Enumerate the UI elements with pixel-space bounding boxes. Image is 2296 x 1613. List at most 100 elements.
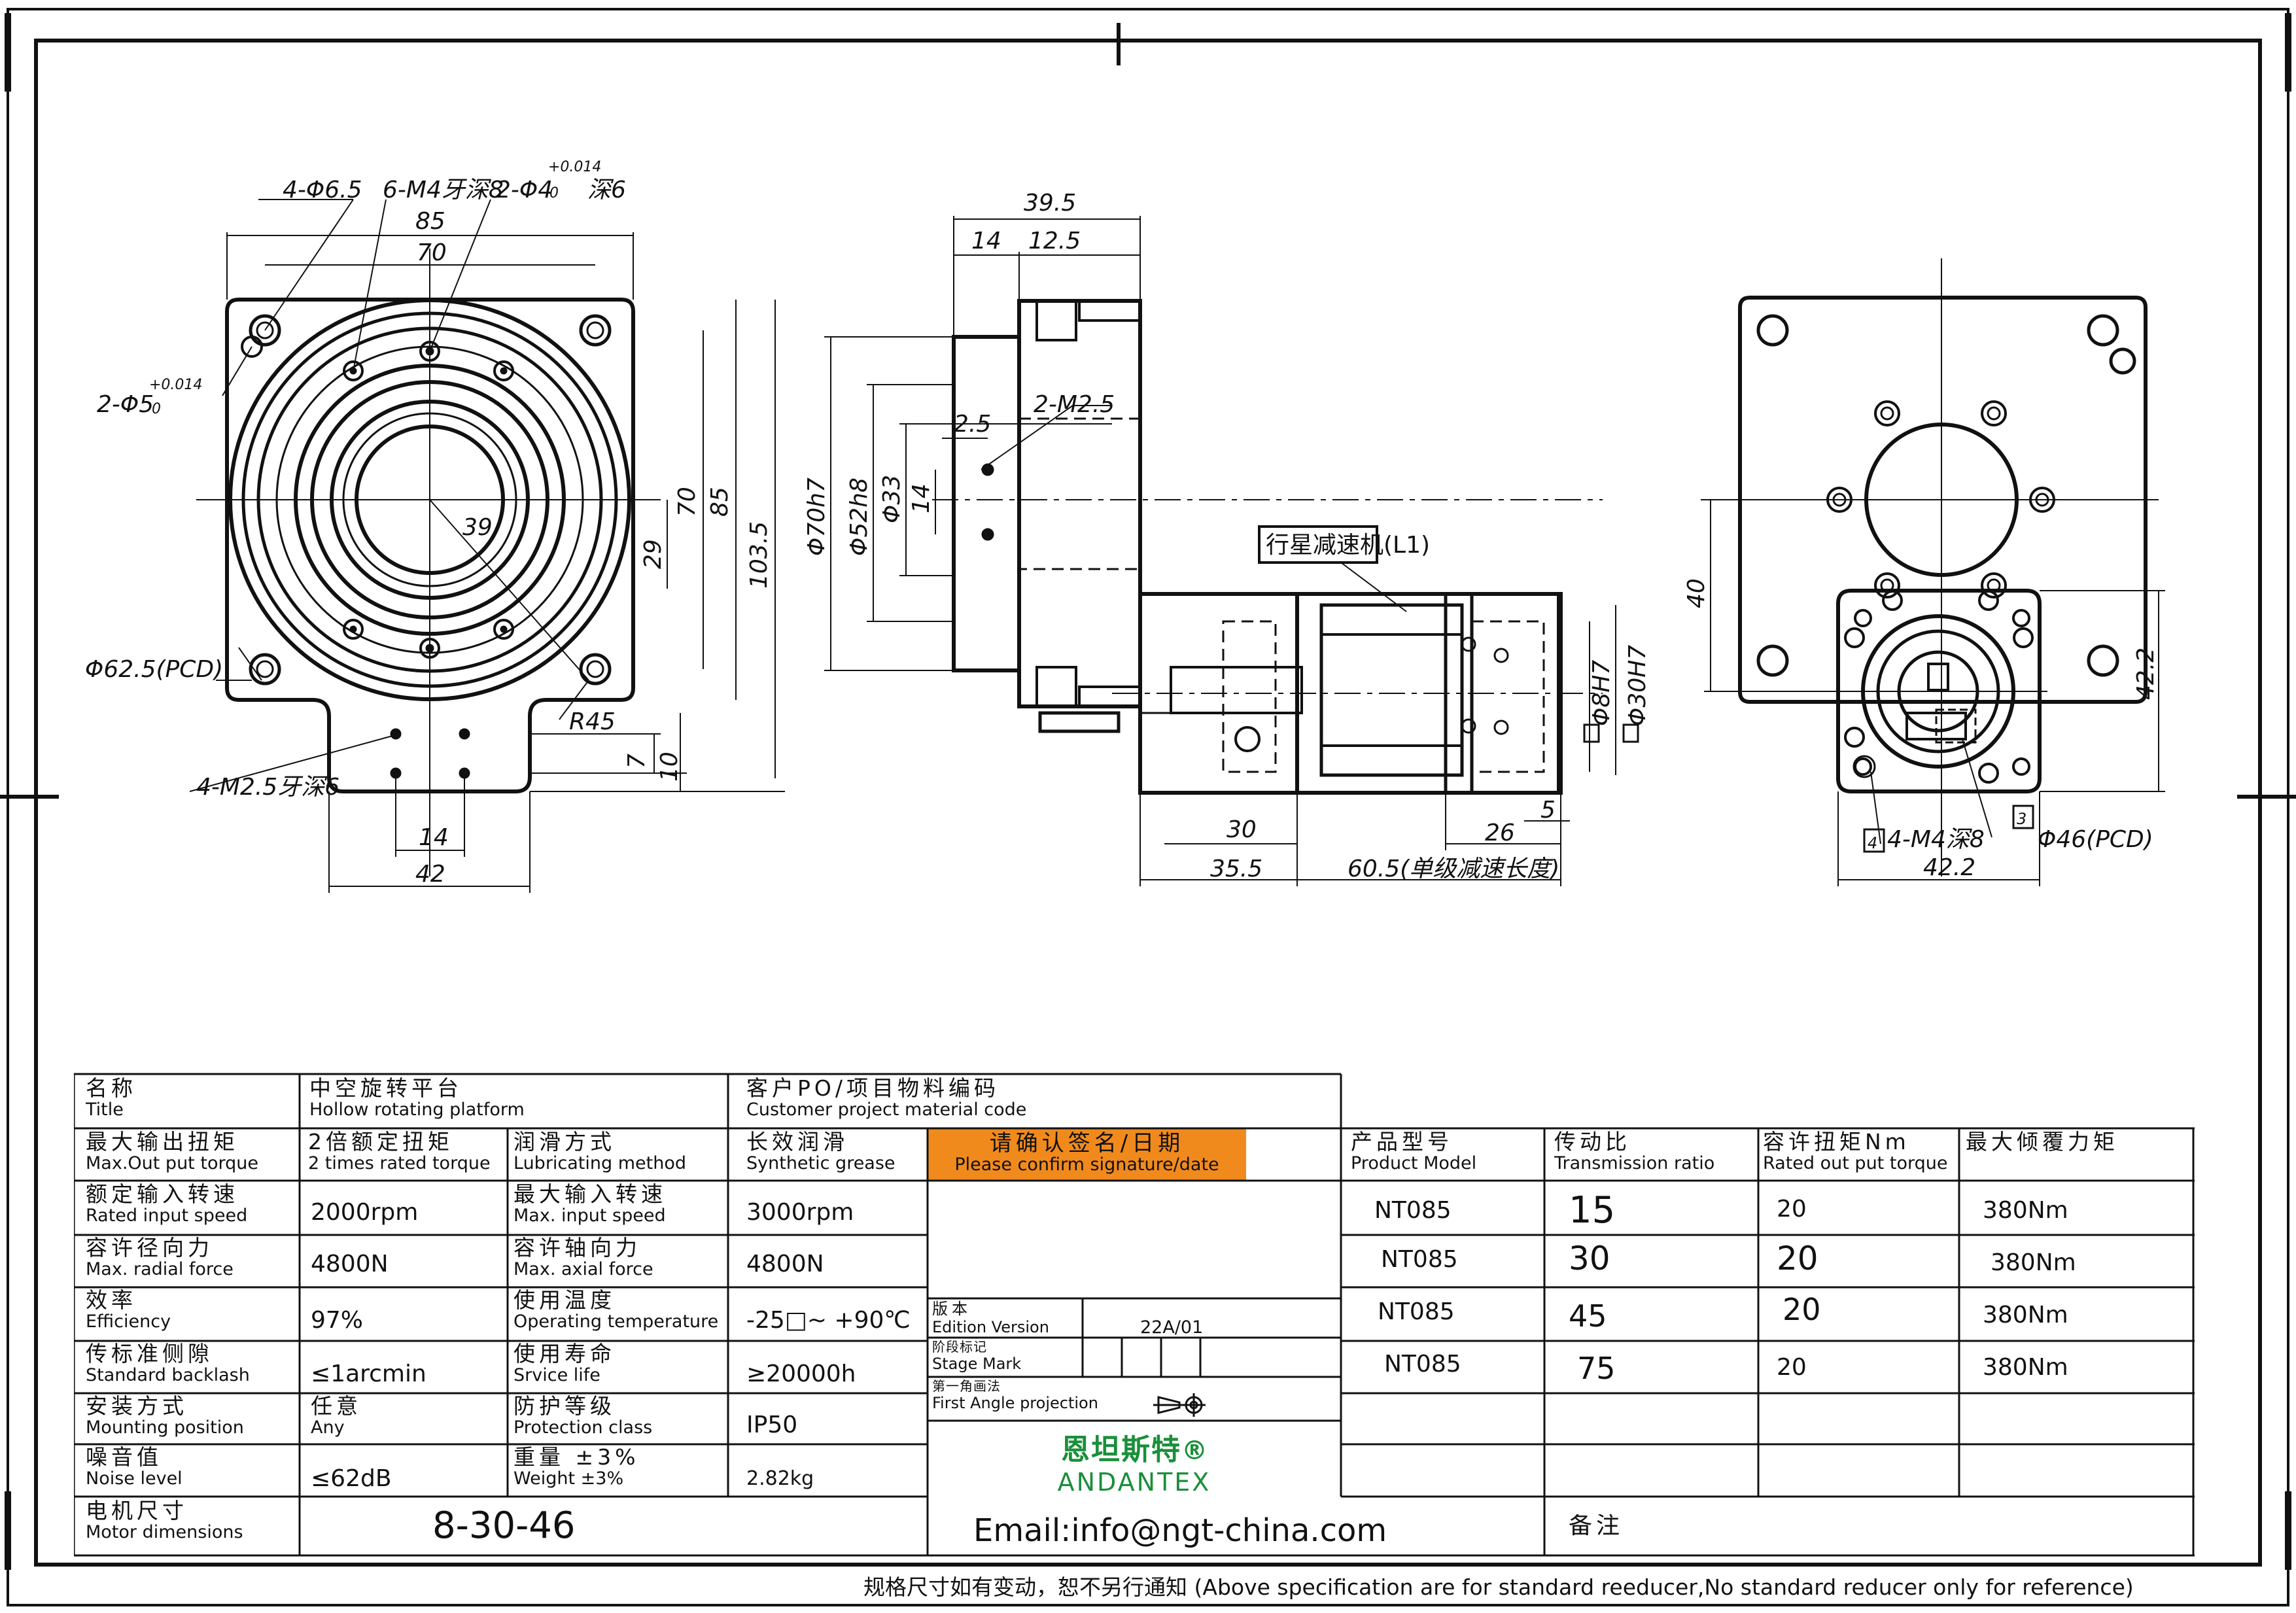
svg-text:70: 70 bbox=[417, 239, 447, 266]
product-moment: 380Nm bbox=[1983, 1354, 2068, 1381]
svg-text:42: 42 bbox=[415, 861, 445, 888]
svg-text:Φ8H7: Φ8H7 bbox=[1588, 660, 1615, 726]
svg-text:2.5: 2.5 bbox=[954, 411, 991, 438]
side-view bbox=[824, 216, 1639, 886]
footer-note: 规格尺寸如有变动，恕不另行通知 (Above specification are… bbox=[863, 1574, 2134, 1600]
svg-text:103.5: 103.5 bbox=[746, 521, 773, 589]
product-model: NT085 bbox=[1381, 1246, 1458, 1273]
svg-text:4-M2.5牙深6: 4-M2.5牙深6 bbox=[196, 774, 339, 801]
product-model: NT085 bbox=[1384, 1351, 1461, 1378]
svg-text:4-M4深8: 4-M4深8 bbox=[1887, 826, 1985, 853]
header-moment: 最大倾覆力矩 bbox=[1966, 1130, 2119, 1154]
spec-value: 2.82kg bbox=[746, 1467, 814, 1490]
svg-text:14: 14 bbox=[419, 824, 449, 851]
dimension-labels: 4-Φ6.5 6-M4牙深8 2-Φ4 +0.014 0 深6 85 70 2-… bbox=[85, 159, 2159, 888]
spec-value: ≤62dB bbox=[311, 1465, 392, 1492]
rear-view bbox=[1701, 258, 2165, 886]
email-text: Email:info@ngt-china.com bbox=[973, 1512, 1387, 1549]
svg-text:85: 85 bbox=[706, 487, 733, 517]
svg-text:Φ70h7: Φ70h7 bbox=[803, 477, 830, 556]
product-moment: 380Nm bbox=[1983, 1302, 2068, 1328]
svg-text:2-Φ5: 2-Φ5 bbox=[97, 391, 154, 418]
edition-value: 22A/01 bbox=[1140, 1318, 1204, 1338]
table-grid bbox=[74, 1073, 2195, 1557]
svg-text:6-M4牙深8: 6-M4牙深8 bbox=[383, 177, 504, 203]
product-torque: 20 bbox=[1783, 1292, 1821, 1327]
svg-text:60.5(单级减速长度): 60.5(单级减速长度) bbox=[1348, 856, 1559, 882]
stage-label: 阶段标记 Stage Mark bbox=[932, 1340, 1022, 1373]
svg-text:30: 30 bbox=[1226, 816, 1257, 843]
svg-text:Φ30H7: Φ30H7 bbox=[1624, 645, 1651, 726]
spec-value: 97% bbox=[311, 1307, 364, 1334]
product-torque: 20 bbox=[1777, 1240, 1818, 1277]
spec-value: 2000rpm bbox=[311, 1199, 419, 1226]
spec-value: 4800N bbox=[746, 1251, 824, 1277]
product-ratio: 75 bbox=[1577, 1351, 1616, 1386]
motor-value: 8-30-46 bbox=[432, 1504, 576, 1547]
product-moment: 380Nm bbox=[1991, 1249, 2076, 1276]
svg-text:14: 14 bbox=[971, 228, 1001, 254]
svg-text:40: 40 bbox=[1683, 578, 1710, 608]
svg-text:0: 0 bbox=[152, 401, 161, 417]
svg-text:4: 4 bbox=[1868, 834, 1877, 852]
product-ratio: 30 bbox=[1569, 1240, 1610, 1277]
product-ratio: 45 bbox=[1569, 1298, 1607, 1334]
product-ratio: 15 bbox=[1569, 1189, 1616, 1232]
svg-text:4-Φ6.5: 4-Φ6.5 bbox=[283, 177, 362, 203]
svg-text:Φ52h8: Φ52h8 bbox=[846, 477, 873, 556]
svg-text:2-M2.5: 2-M2.5 bbox=[1034, 391, 1115, 418]
front-view bbox=[189, 199, 785, 893]
svg-text:29: 29 bbox=[640, 539, 667, 569]
angle-label: 第一角画法 First Angle projection bbox=[932, 1379, 1098, 1412]
svg-text:85: 85 bbox=[415, 208, 445, 235]
product-model: NT085 bbox=[1374, 1197, 1452, 1224]
product-model: NT085 bbox=[1378, 1298, 1455, 1325]
svg-text:39.5: 39.5 bbox=[1024, 190, 1076, 217]
svg-text:行星减速机(L1): 行星减速机(L1) bbox=[1266, 532, 1430, 559]
brand-logo: 恩坦斯特® ANDANTEX bbox=[1057, 1433, 1211, 1497]
svg-text:深6: 深6 bbox=[587, 177, 626, 203]
product-torque: 20 bbox=[1777, 1196, 1807, 1223]
svg-text:7: 7 bbox=[623, 754, 650, 769]
product-moment: 380Nm bbox=[1983, 1197, 2068, 1224]
svg-text:0: 0 bbox=[549, 185, 559, 201]
svg-text:70: 70 bbox=[674, 487, 701, 517]
svg-text:2-Φ4: 2-Φ4 bbox=[496, 177, 553, 203]
svg-text:5: 5 bbox=[1540, 797, 1556, 824]
spec-label: 重量 ±3%Weight ±3% bbox=[513, 1446, 640, 1489]
spec-value: 4800N bbox=[311, 1251, 389, 1277]
spec-value: ≤1arcmin bbox=[311, 1361, 426, 1387]
svg-text:10: 10 bbox=[656, 752, 683, 782]
inner-frame bbox=[34, 39, 2262, 1567]
svg-text:26: 26 bbox=[1485, 820, 1515, 846]
svg-text:+0.014: +0.014 bbox=[548, 159, 601, 175]
svg-text:R45: R45 bbox=[569, 708, 616, 735]
spec-value: 3000rpm bbox=[746, 1199, 854, 1226]
spec-value: -25□~ +90℃ bbox=[746, 1307, 911, 1334]
svg-text:42.2: 42.2 bbox=[1923, 854, 1975, 881]
spec-value: ≥20000h bbox=[746, 1361, 856, 1387]
svg-text:Φ46(PCD): Φ46(PCD) bbox=[2038, 826, 2153, 853]
svg-text:12.5: 12.5 bbox=[1028, 228, 1081, 254]
svg-text:Φ33: Φ33 bbox=[878, 475, 905, 523]
